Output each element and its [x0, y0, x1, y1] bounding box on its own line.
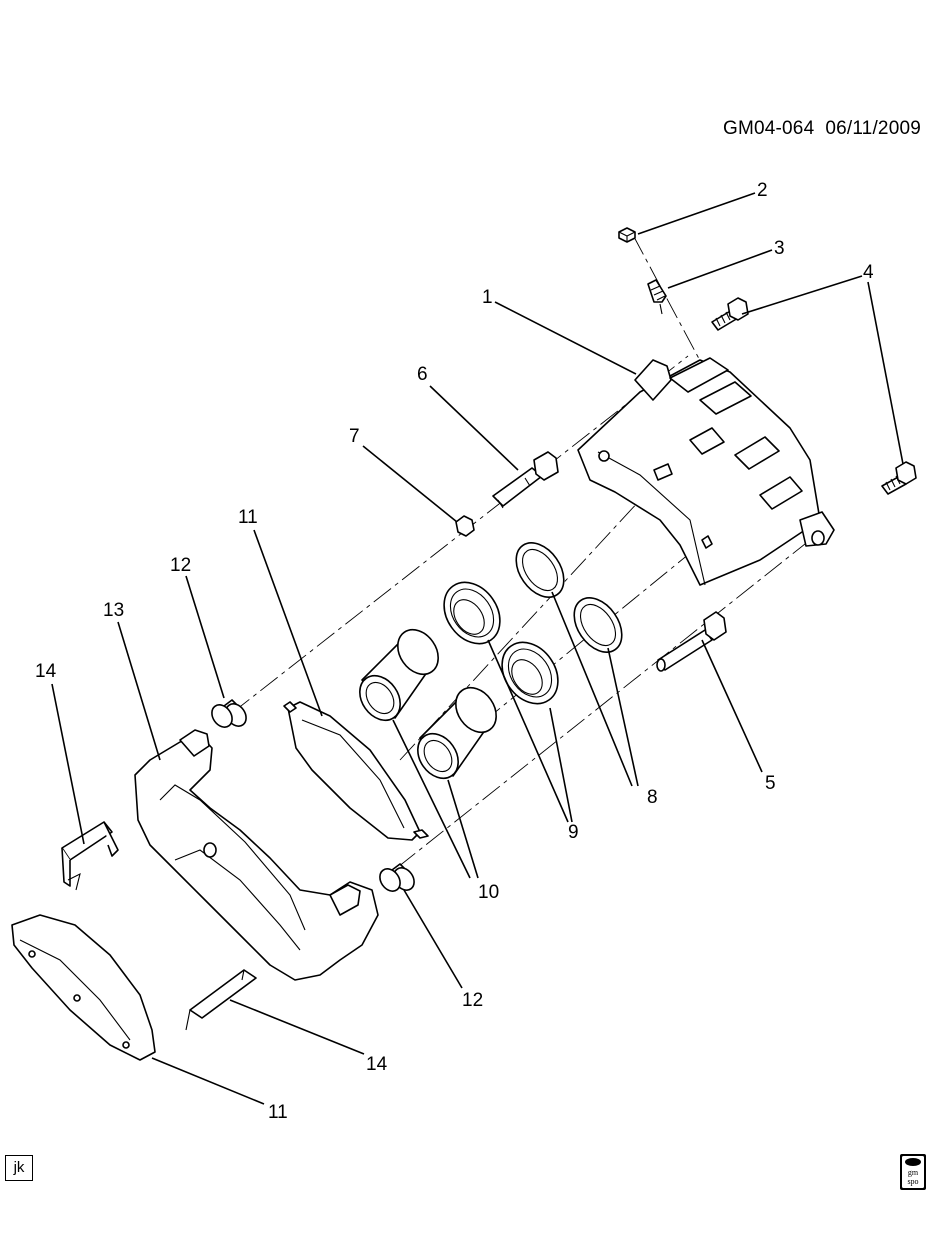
- part-caliper-bracket: [134, 729, 379, 981]
- part-brake-pad-inner: [283, 701, 429, 841]
- svg-text:spo: spo: [907, 1177, 918, 1186]
- part-bleeder-cap: [618, 227, 636, 243]
- part-piston-upper: [359, 628, 439, 722]
- callout-10: 10: [478, 882, 499, 903]
- callout-6: 6: [417, 364, 428, 385]
- svg-text:gm: gm: [908, 1168, 919, 1177]
- diagram-code: GM04-064: [722, 118, 815, 139]
- leader-lines: [51, 192, 904, 1105]
- part-pin-boot: [455, 515, 475, 537]
- part-bleeder-valve: [647, 279, 667, 315]
- gm-spo-logo: gm spo: [900, 1154, 926, 1190]
- callout-labels: 1 2 3 4 5 6 7 8 9 10 11 11 12 12 13 14 1…: [35, 180, 874, 1123]
- part-dust-boot-upper: [443, 581, 501, 645]
- part-seal-upper: [515, 542, 565, 598]
- callout-2: 2: [757, 180, 768, 201]
- part-bushing-upper: [211, 699, 247, 728]
- diagram-header: GM04-064 06/11/2009: [723, 118, 921, 140]
- callout-8: 8: [647, 787, 658, 808]
- callout-5: 5: [765, 773, 776, 794]
- part-bolt-upper: [711, 297, 749, 331]
- diagram-date: 06/11/2009: [825, 118, 921, 139]
- callout-7: 7: [349, 426, 360, 447]
- part-bolt-lower: [881, 461, 917, 495]
- part-brake-pad-outer: [11, 914, 156, 1061]
- callout-14-lower: 14: [366, 1054, 388, 1075]
- callout-9: 9: [568, 822, 579, 843]
- callout-12-lower: 12: [462, 990, 483, 1011]
- part-dust-boot-lower: [501, 641, 559, 705]
- callout-1: 1: [482, 287, 493, 308]
- part-caliper-housing: [577, 357, 835, 586]
- callout-4: 4: [863, 262, 874, 283]
- part-seal-lower: [573, 597, 623, 653]
- part-pad-clip-upper: [61, 821, 119, 891]
- callout-11-upper: 11: [238, 507, 258, 528]
- callout-14-upper: 14: [35, 661, 57, 682]
- part-guide-pin: [492, 451, 559, 509]
- callout-13: 13: [103, 600, 124, 621]
- callout-3: 3: [774, 238, 785, 259]
- callout-12-upper: 12: [170, 555, 191, 576]
- drafter-initials-tag: jk: [5, 1155, 33, 1181]
- part-piston-lower: [417, 686, 497, 780]
- part-bushing-lower: [379, 863, 415, 892]
- part-mounting-bolt: [656, 611, 727, 672]
- callout-11-lower: 11: [268, 1102, 288, 1123]
- part-pad-clip-lower: [185, 969, 257, 1031]
